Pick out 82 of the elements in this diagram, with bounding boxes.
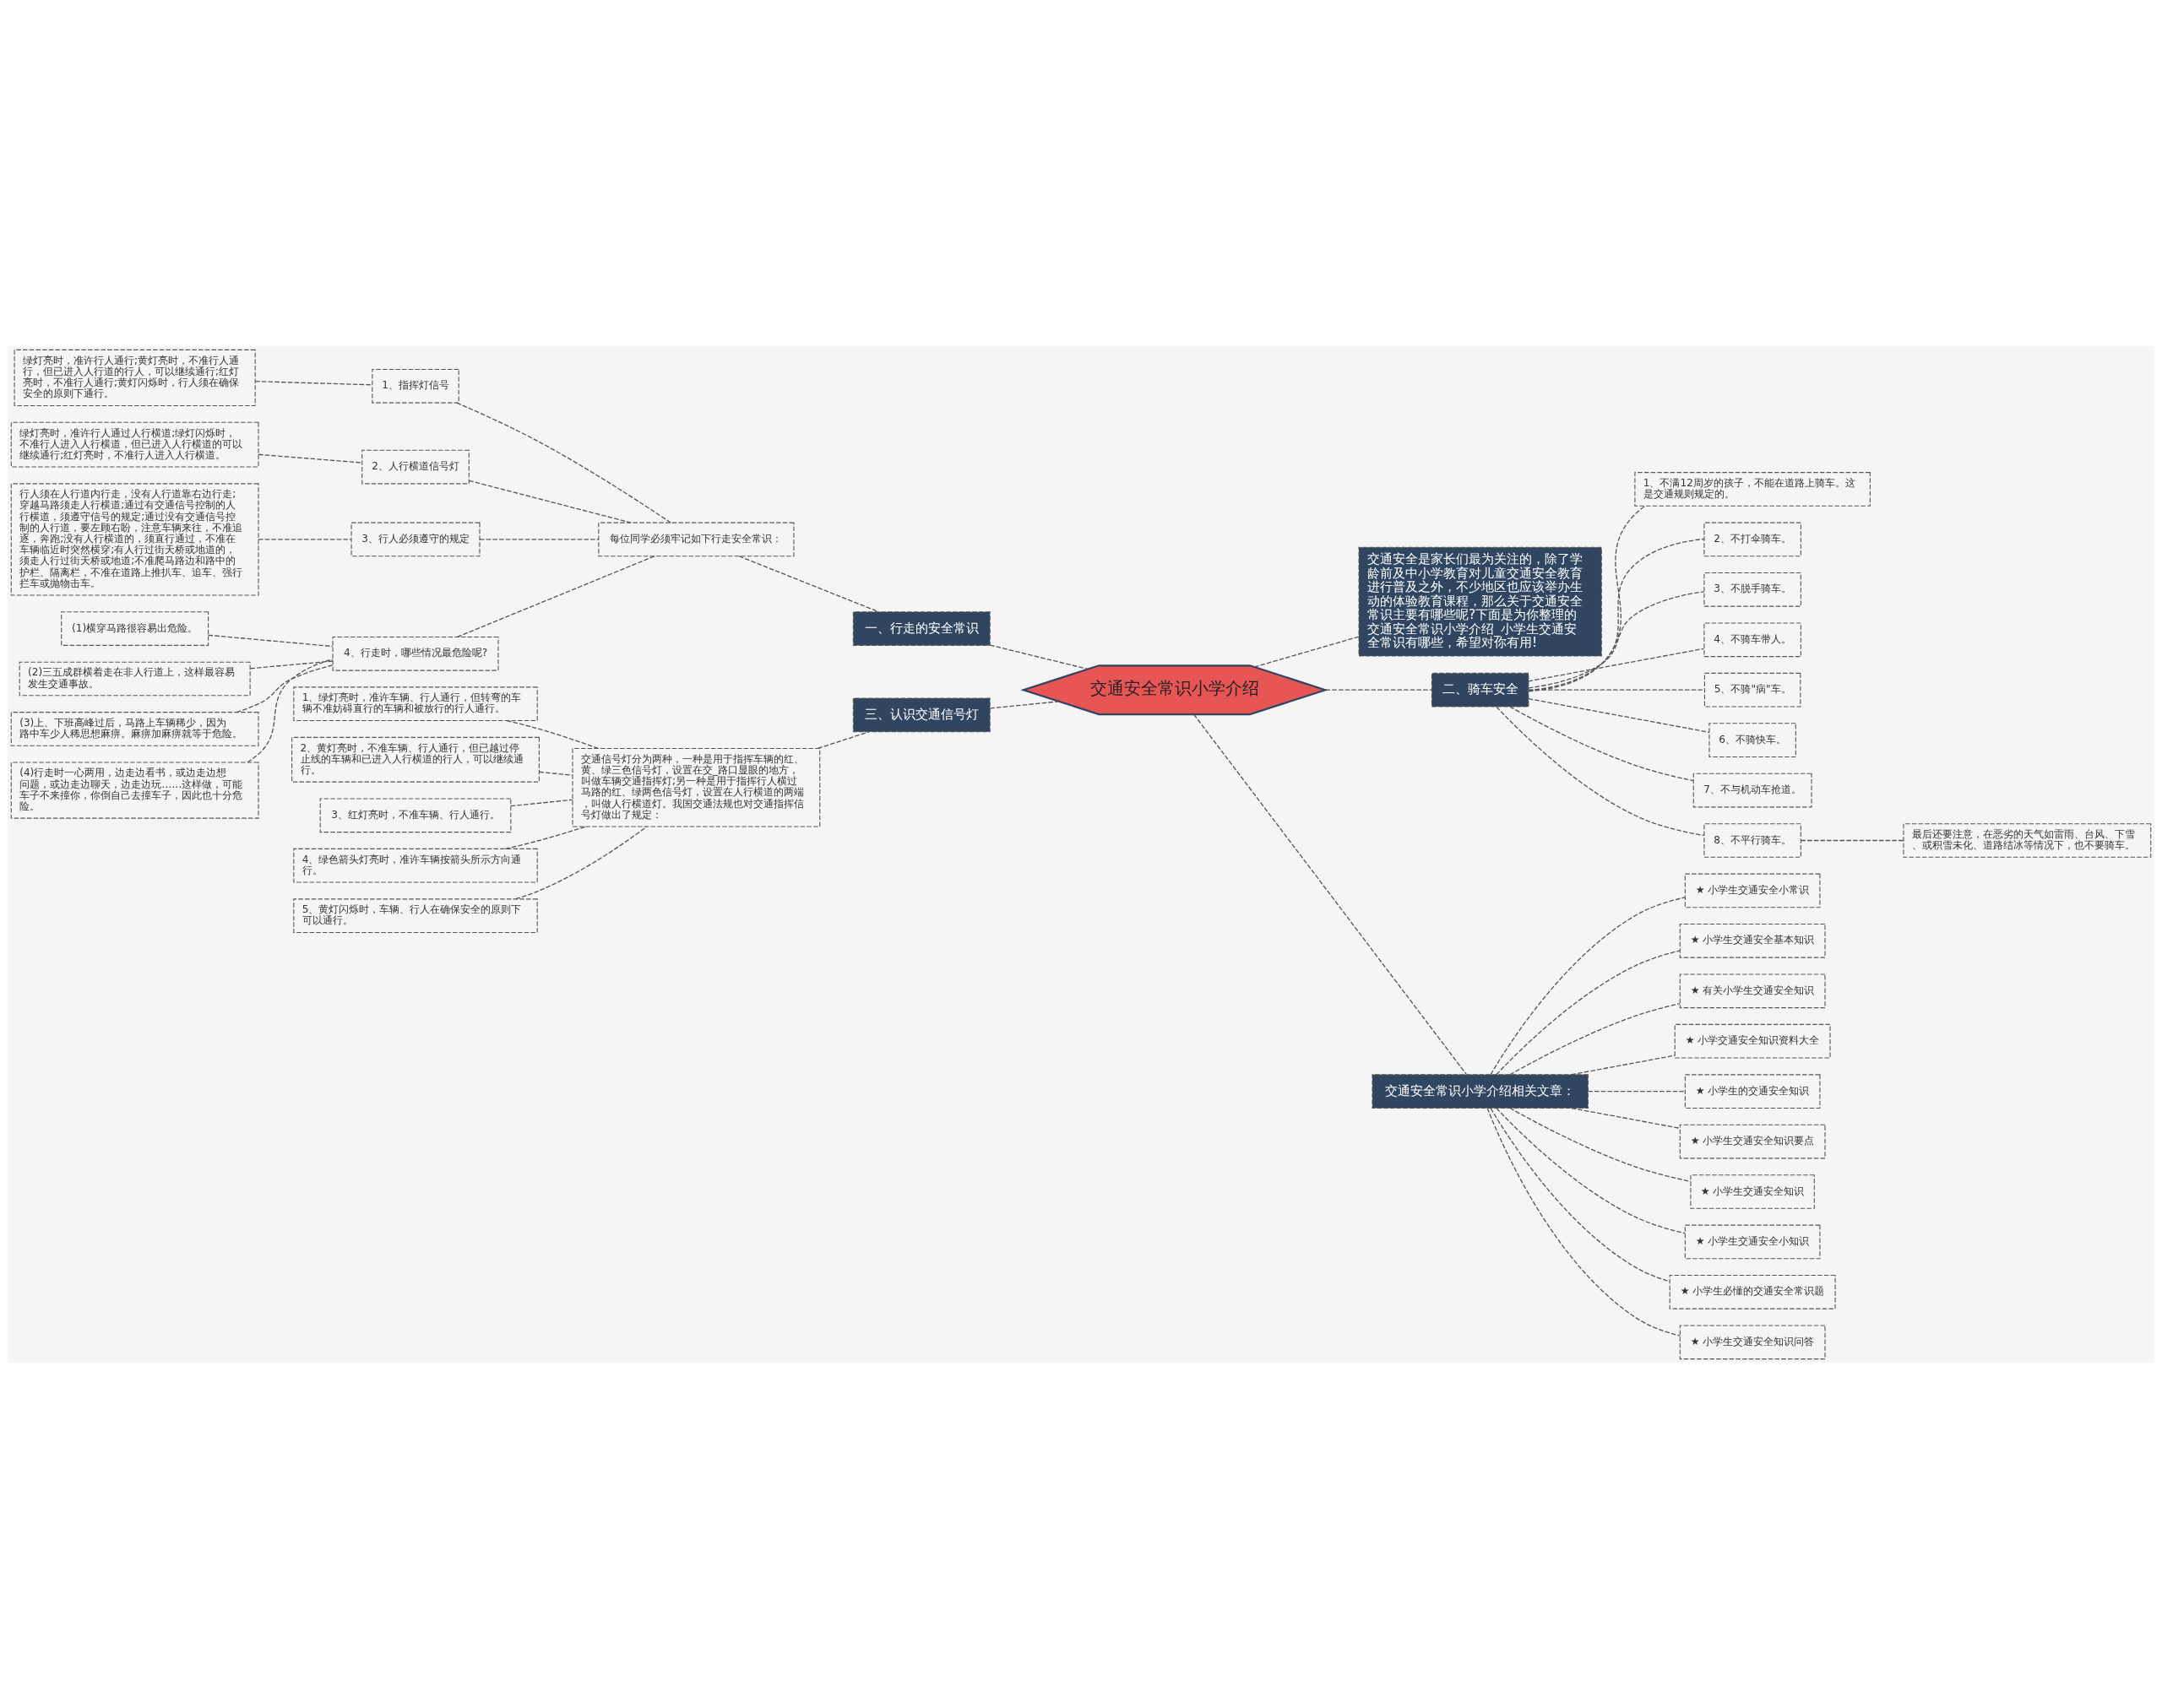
node-box: 三、认识交通信号灯 [852, 697, 991, 732]
node-box: ★ 小学生必懂的交通安全常识题 [1669, 1274, 1836, 1309]
connector [1528, 505, 1646, 691]
connector [1324, 689, 1432, 691]
connector [1528, 689, 1705, 691]
node-box: 8、不平行骑车。 [1703, 822, 1801, 858]
connector [258, 453, 363, 464]
connector [1571, 1054, 1676, 1075]
connector [1496, 1107, 1686, 1234]
connector [989, 643, 1089, 670]
node-box: 二、骑车安全 [1431, 672, 1529, 708]
connector [249, 659, 334, 669]
node-box: 交通信号灯分为两种，一种是用于指挥车辆的红、黄、绿三色信号灯，设置在交_路口显眼的地方，叫做车辆交通指挥灯;另一种是用于指挥行人横过马路的红、绿两色信号灯，设置在人行横道的两端，叫做人行横道灯。我国交通法规也对交通指挥信号灯做出了规定： [572, 747, 821, 827]
connector [236, 664, 334, 713]
connector [1509, 1002, 1681, 1075]
connector [1490, 1107, 1670, 1282]
node-box: 1、绿灯亮时，准许车辆、行人通行，但转弯的车辆不准妨碍直行的车辆和被放行的行人通行。 [293, 686, 538, 721]
node-box: 绿灯亮时，准许行人通过人行横道;绿灯闪烁时，不准行人进入人行横道，但已进入人行横道的可以继续通行;红灯亮时，不准行人进入人行横道。 [10, 421, 259, 468]
node-box: 3、行人必须遵守的规定 [350, 522, 481, 556]
connector [1496, 949, 1681, 1075]
node-box: 6、不骑快车。 [1708, 722, 1796, 757]
connector [1528, 648, 1705, 681]
connector [1528, 590, 1705, 688]
node-box: ★ 小学生交通安全基本知识 [1679, 923, 1826, 958]
connector [1496, 705, 1705, 836]
node-box: 4、行走时，哪些情况最危险呢? [332, 636, 499, 671]
connector [208, 634, 334, 647]
node-box: 2、人行横道信号灯 [361, 449, 470, 484]
node-box: 3、红灯亮时，不准车辆、行人通行。 [319, 797, 512, 832]
node-box: 4、绿色箭头灯亮时，准许车辆按箭头所示方向通行。 [293, 848, 538, 883]
node-box: 行人须在人行道内行走，没有人行道靠右边行走;穿越马路须走人行横道;通过有交通信号控制的人行横道，须遵守信号的规定;通过没有交通信号控制的人行道，要左顾右盼，注意车辆来往，不准追逐，奔跑;没有人行横道的，须直行通过，不准在车辆临近时突然横穿;有人行过街天桥或地道的，须走人行过街天桥或地道;不准爬马路边和路中的护栏、隔离栏，不准在道路上推扒车、追车、强行拦车或抛物击车。 [10, 482, 259, 595]
connector [1490, 896, 1686, 1075]
node-box: (3)上、下班高峰过后，马路上车辆稀少，因为路中车少人稀思想麻痹。麻痹加麻痹就等于危险。 [10, 711, 259, 746]
node-box: ★ 小学生交通安全知识要点 [1679, 1124, 1826, 1158]
node-box: 1、指挥灯信号 [372, 368, 459, 404]
node-box: 5、不骑"病"车。 [1703, 672, 1801, 708]
connector [1253, 635, 1360, 668]
node-box: 4、不骑车带人。 [1703, 621, 1801, 657]
node-box: 2、不打伞骑车。 [1703, 522, 1801, 556]
connector [1571, 1107, 1681, 1129]
connector [456, 402, 671, 523]
connector [817, 730, 870, 749]
node-box: 一、行走的安全常识 [852, 610, 991, 646]
connector [514, 825, 648, 899]
connector [1509, 1107, 1692, 1182]
node-box: 交通安全是家长们最为关注的，除了学龄前及中小学教育对儿童交通安全教育进行普及之外，不少地区也应该举办生动的体验教育课程，那么关于交通安全常识主要有哪些呢?下面是为你整理的交通安全常识小学介绍_小学生交通安全常识有哪些，希望对你有用! [1358, 546, 1602, 657]
connector [1486, 1107, 1681, 1337]
node-box: ★ 有关小学生交通安全知识 [1679, 973, 1826, 1008]
node-box: ★ 小学生交通安全知识问答 [1679, 1324, 1826, 1359]
connector [1528, 538, 1705, 691]
node-box: 最后还要注意，在恶劣的天气如雷雨、台风、下雪、或积雪未化、道路结冰等情况下，也不要骑车。 [1903, 822, 2152, 858]
connector [1800, 839, 1904, 841]
node-box: ★ 小学生交通安全小知识 [1684, 1224, 1821, 1259]
connector [479, 538, 600, 540]
connector [510, 799, 573, 806]
node-box: 5、黄灯闪烁时，车辆、行人在确保安全的原则下可以通行。 [293, 897, 538, 933]
node-box: ★ 小学生交通安全小常识 [1684, 873, 1821, 908]
connector [258, 538, 352, 540]
connector [1587, 1090, 1686, 1092]
node-box: 7、不与机动车抢道。 [1692, 773, 1812, 807]
connector [1509, 705, 1694, 781]
connector [1193, 713, 1467, 1075]
connector [738, 555, 879, 612]
node-box: 交通安全常识小学介绍相关文章： [1372, 1073, 1589, 1109]
node-box: ★ 小学生交通安全知识 [1690, 1174, 1815, 1209]
node-box: 3、不脱手骑车。 [1703, 572, 1801, 607]
node-box: 2、黄灯亮时，不准车辆、行人通行，但已越过停止线的车辆和已进入人行横道的行人，可以继续通行。 [291, 736, 540, 783]
node-box: (4)行走时一心两用，边走边看书，或边走边想问题，或边走边聊天，边走边玩……这样做，可能车子不来撞你，你倒自己去撞车子，因此也十分危险。 [10, 762, 259, 819]
connector [468, 480, 632, 523]
node-box: (1)横穿马路很容易出危险。 [61, 610, 209, 646]
node-box: 每位同学必须牢记如下行走安全常识： [598, 522, 795, 556]
node-box: 绿灯亮时，准许行人通行;黄灯亮时，不准行人通行，但已进入人行道的行人，可以继续通行;红灯亮时，不准行人通行;黄灯闪烁时，行人须在确保安全的原则下通行。 [14, 349, 256, 406]
node-box: 1、不满12周岁的孩子，不能在道路上骑车。这是交通规则规定的。 [1634, 471, 1871, 507]
connector [456, 555, 655, 637]
connector [504, 825, 587, 849]
node-box: ★ 小学交通安全知识资料大全 [1674, 1023, 1831, 1059]
connector [989, 700, 1060, 709]
node-box: ★ 小学生的交通安全知识 [1684, 1073, 1821, 1109]
node-box: (2)三五成群横着走在非人行道上，这样最容易发生交通事故。 [19, 661, 251, 696]
connector [254, 380, 373, 385]
connector [247, 658, 334, 763]
connector [1528, 697, 1710, 733]
